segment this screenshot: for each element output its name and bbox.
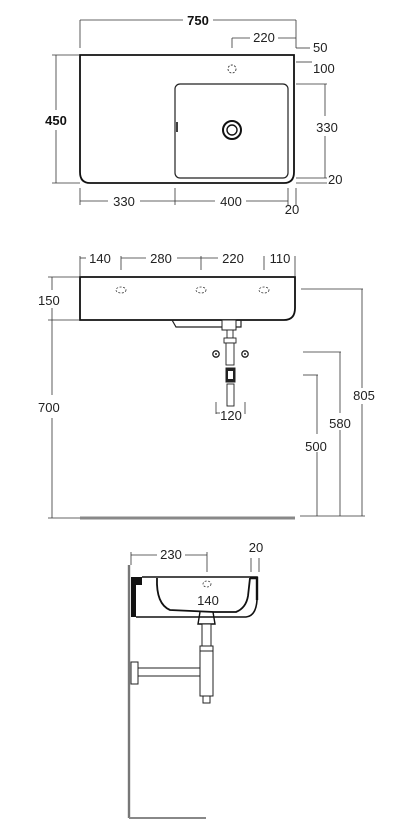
side-wall-flange — [130, 661, 139, 685]
rim-section-front — [250, 576, 259, 600]
front-view: 140 280 220 110 120 — [38, 251, 375, 520]
edge-20-right-label: 20 — [328, 172, 342, 187]
waste-pipe-1 — [226, 329, 234, 339]
rim-thickness-label: 20 — [249, 540, 263, 555]
hole-220-label: 220 — [222, 251, 244, 266]
height-580-label: 580 — [329, 416, 351, 431]
waste-nut-1 — [223, 337, 237, 344]
side-view: 230 20 140 — [127, 540, 263, 819]
waste-flange — [221, 319, 237, 331]
trap-window — [228, 371, 233, 379]
side-waste-arm — [137, 667, 201, 677]
side-drain-outlet — [197, 611, 216, 625]
edge-20-bottom-label: 20 — [285, 202, 299, 217]
tap-hole-mid-icon — [195, 286, 207, 294]
deck-width-label: 330 — [113, 194, 135, 209]
top-overall-depth-label: 450 — [45, 113, 67, 128]
wall-bracket-section — [131, 577, 142, 617]
bowl-width-label: 400 — [220, 194, 242, 209]
edge-100-label: 100 — [313, 61, 335, 76]
side-tap-hole-icon — [202, 580, 212, 588]
hole-140-label: 140 — [89, 251, 111, 266]
side-trap-body — [199, 650, 214, 697]
basin-top-outline — [79, 54, 295, 184]
bowl-section-line — [156, 577, 251, 613]
tap-offset-label: 220 — [253, 30, 275, 45]
tap-hole-icon — [227, 64, 237, 74]
valve-left-dot — [215, 353, 217, 355]
bowl-outline — [174, 83, 289, 179]
side-trap-cap — [202, 695, 211, 704]
drain-outer-icon — [222, 120, 242, 140]
side-waste-nut — [199, 645, 214, 652]
waste-pipe-2 — [225, 342, 235, 366]
side-waste-pipe — [201, 623, 212, 647]
drain-inner-icon — [226, 124, 238, 136]
top-overall-width-label: 750 — [187, 13, 209, 28]
basin-front-outline — [79, 276, 296, 321]
edge-50-label: 50 — [313, 40, 327, 55]
waste-pipe-3 — [226, 383, 235, 407]
rim-height-label: 150 — [38, 293, 60, 308]
height-805-label: 805 — [353, 388, 375, 403]
tap-hole-left-icon — [115, 286, 127, 294]
valve-right-dot — [244, 353, 246, 355]
height-500-label: 500 — [305, 439, 327, 454]
hole-110-label: 110 — [270, 251, 291, 266]
drain-offset-label: 140 — [197, 593, 219, 608]
projection-label: 230 — [160, 547, 182, 562]
bowl-bottom-front — [171, 319, 242, 328]
waste-width-label: 120 — [220, 408, 242, 423]
hole-280-label: 280 — [150, 251, 172, 266]
basin-side-outline — [136, 576, 258, 618]
tap-hole-right-icon — [258, 286, 270, 294]
top-view: 750 220 50 100 450 330 — [45, 13, 342, 217]
mount-height-label: 700 — [38, 400, 60, 415]
bowl-depth-label: 330 — [316, 120, 338, 135]
